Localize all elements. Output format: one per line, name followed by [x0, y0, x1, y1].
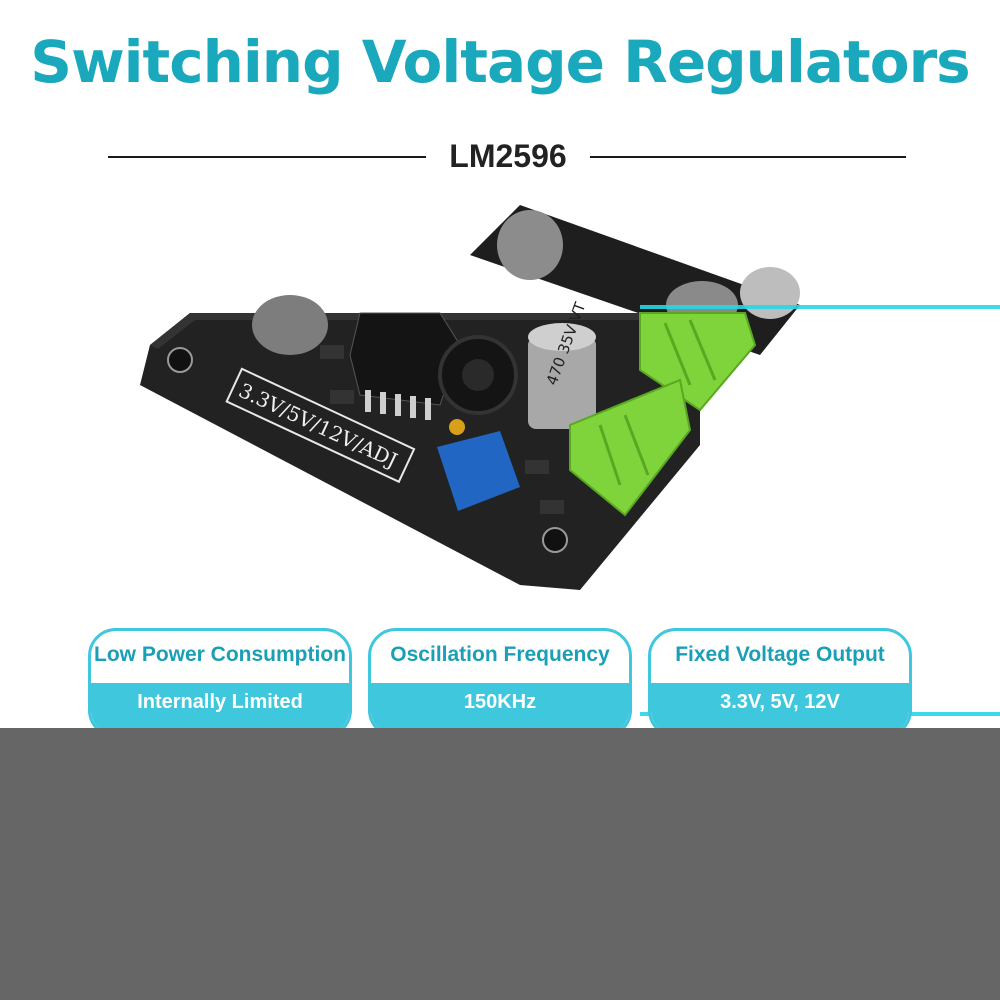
feature-card-frequency: Oscillation Frequency 150KHz [368, 628, 632, 738]
regulator-board-illustration: 470 35V VT 3.3V/5V/12V/ADJ [140, 205, 800, 590]
gray-band [0, 728, 1000, 1000]
capacitor-470uf [528, 337, 596, 429]
feature-card-power: Low Power Consumption Internally Limited [88, 628, 352, 738]
divider-left [108, 156, 426, 158]
terminal-block-input [569, 378, 692, 517]
feature-value: 150KHz [371, 683, 629, 735]
feature-cards: Low Power Consumption Internally Limited… [0, 628, 1000, 738]
subtitle-row: LM2596 [0, 138, 1000, 178]
feature-title: Low Power Consumption [94, 643, 346, 666]
lm2596-chip [349, 312, 461, 406]
product-image: 470 35V VT 3.3V/5V/12V/ADJ [0, 195, 1000, 605]
mounting-hole [167, 347, 193, 373]
mounting-hole [542, 527, 568, 553]
feature-title: Oscillation Frequency [390, 643, 610, 666]
feature-card-output: Fixed Voltage Output 3.3V, 5V, 12V [648, 628, 912, 738]
model-subtitle: LM2596 [449, 138, 567, 174]
glitch-line [640, 305, 1000, 309]
page-title: Switching Voltage Regulators [30, 28, 970, 96]
feature-value: 3.3V, 5V, 12V [651, 683, 909, 735]
divider-right [590, 156, 906, 158]
feature-value: Internally Limited [91, 683, 349, 735]
feature-title: Fixed Voltage Output [675, 643, 885, 666]
trimmer-potentiometer [437, 431, 520, 511]
